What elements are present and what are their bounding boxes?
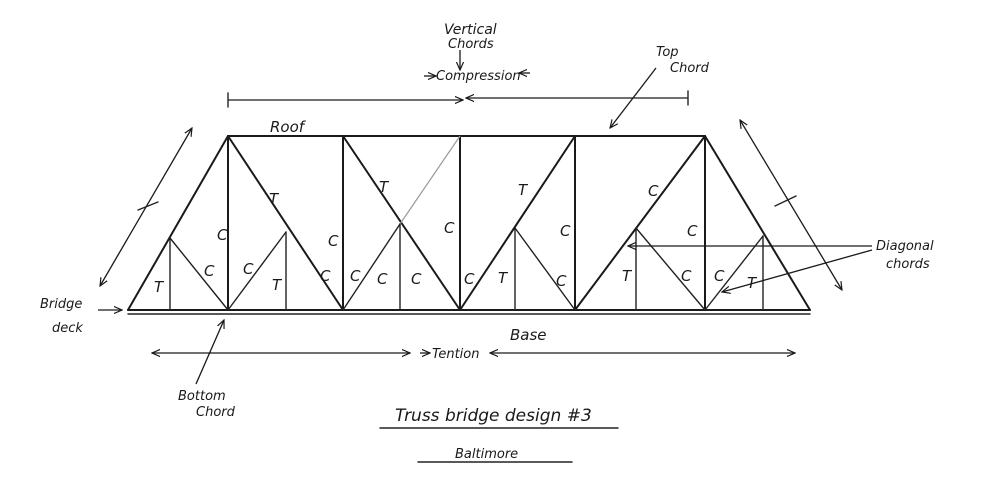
end-post-tick — [137, 201, 159, 211]
bridge-deck-label: Bridge — [40, 297, 82, 312]
member-mark: C — [648, 182, 659, 200]
bottom-chord-label: Bottom — [178, 389, 226, 404]
top-chord-arrow — [610, 67, 657, 128]
diagonal-chords-arrow-2 — [722, 249, 873, 292]
member-mark: T — [518, 181, 529, 199]
diagonal-member — [574, 135, 706, 311]
sub-diagonal — [169, 237, 229, 311]
member-mark: T — [498, 269, 509, 287]
member-mark: C — [320, 267, 331, 285]
diagram-subtitle: Baltimore — [455, 447, 518, 462]
member-marks: T C C C T T C C C T C C C T C C T C C T … — [154, 178, 758, 296]
sub-diagonal — [514, 227, 576, 311]
sub-diagonal — [635, 227, 706, 311]
diagonal-member — [227, 135, 344, 311]
member-mark: C — [204, 262, 215, 280]
member-mark: T — [379, 178, 390, 196]
member-mark: C — [377, 270, 388, 288]
member-mark: T — [272, 276, 283, 294]
member-mark: C — [687, 222, 698, 240]
bottom-chord-arrow — [195, 320, 224, 385]
diagonal-chords-label-line2: chords — [886, 257, 930, 272]
base-label: Base — [510, 326, 547, 344]
member-mark: C — [464, 270, 475, 288]
member-mark: T — [269, 190, 280, 208]
diagram-title: Truss bridge design #3 — [395, 406, 592, 426]
end-post-tick — [774, 195, 797, 207]
tension-label: Tention — [432, 347, 479, 362]
truss-structure — [127, 135, 811, 315]
top-chord-label: Chord — [670, 61, 710, 76]
member-mark: T — [622, 267, 633, 285]
top-chord-label-line1: Top — [656, 45, 679, 60]
member-mark: T — [154, 278, 165, 296]
vertical-chords-label: Vertical — [444, 22, 497, 38]
bridge-deck-label-line2: deck — [52, 321, 83, 336]
compression-label: Compression — [436, 69, 521, 84]
member-mark: C — [560, 222, 571, 240]
member-mark: C — [350, 267, 361, 285]
sub-diagonal — [342, 223, 401, 311]
member-mark: C — [444, 219, 455, 237]
member-mark: C — [411, 270, 422, 288]
member-mark: C — [243, 260, 254, 278]
end-post-dimension-right — [740, 120, 842, 290]
member-mark: C — [681, 267, 692, 285]
member-mark: C — [328, 232, 339, 250]
diagonal-member — [342, 135, 461, 311]
roof-label: Roof — [270, 118, 307, 136]
member-mark: C — [217, 226, 228, 244]
member-mark: C — [714, 267, 725, 285]
vertical-chords-label-line2: Chords — [448, 37, 494, 52]
diagonal-member — [459, 135, 576, 311]
left-end-post — [127, 135, 229, 311]
member-mark: C — [556, 272, 567, 290]
sub-diagonal — [227, 231, 287, 311]
diagonal-member — [399, 135, 461, 225]
diagonal-chords-label: Diagonal — [876, 239, 934, 254]
bottom-chord-label-line2: Chord — [196, 405, 236, 420]
